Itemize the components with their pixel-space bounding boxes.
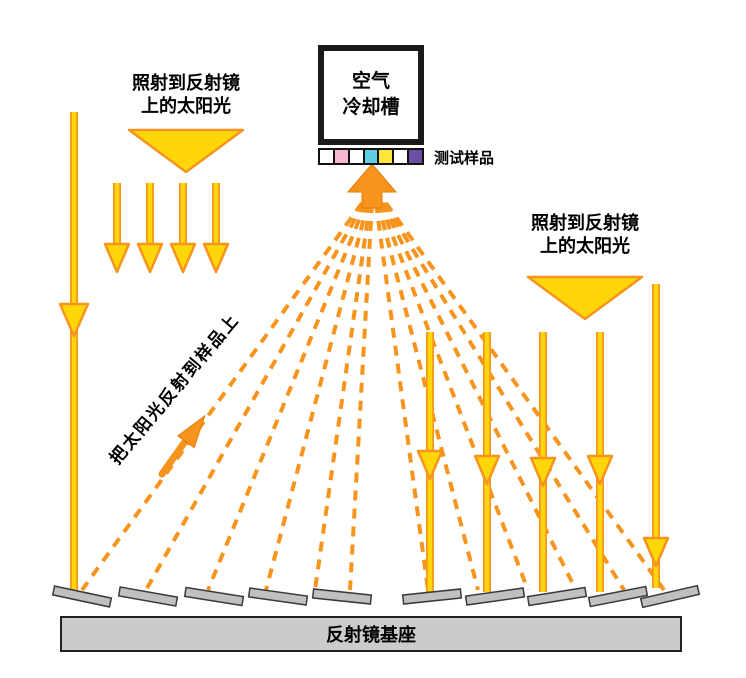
arrowhead-icon [58,302,90,338]
arrowhead-icon [473,454,501,486]
sun-ray-arrow [586,332,614,592]
sunlight-triangle-left [127,128,245,174]
right-sunlight-label-line1: 照射到反射镜 [531,213,639,233]
reflected-ray [374,202,430,591]
sample-cell [409,150,423,163]
sun-rays [58,112,670,592]
concentrated-beam-arrow [346,163,398,209]
mirror [247,587,309,606]
sample-cell [379,150,393,163]
sample-cell [320,150,333,163]
mirror-field [51,584,701,609]
mirror [117,586,179,607]
reflected-ray [206,202,368,591]
sample-strip [318,148,424,165]
sun-ray-arrow [103,183,131,274]
arrowhead-icon [177,414,206,449]
right-sunlight-label: 照射到反射镜 上的太阳光 [490,212,680,258]
mirror-base-label: 反射镜基座 [326,625,416,645]
reflected-ray [382,201,626,592]
mirror [401,588,463,605]
reflected-ray [144,202,366,591]
air-cooling-tank-label-line2: 冷却槽 [342,97,400,118]
sun-ray-arrow [529,332,557,592]
sample-cell [334,150,348,163]
right-sunlight-label-line2: 上的太阳光 [540,236,630,256]
sun-ray-arrow [169,183,197,274]
reflected-ray [384,201,666,592]
mirror [464,587,526,606]
mirror-base: 反射镜基座 [60,616,682,652]
left-sunlight-label-line2: 上的太阳光 [141,96,231,116]
left-sunlight-label-line1: 照射到反射镜 [132,73,240,93]
air-cooling-tank: 空气 冷却槽 [318,45,424,145]
sunlight-triangle-right [526,275,644,321]
mirror [526,586,588,607]
reflected-ray [264,202,370,591]
sun-ray-arrow [136,183,164,274]
mirror [639,584,701,609]
mirror [183,586,245,607]
sample-cell [364,150,378,163]
test-sample-label: 测试样品 [434,150,495,167]
arrowhead-icon [586,454,614,486]
mirror [587,585,649,608]
reflected-ray [80,201,364,592]
sun-ray-arrow [58,112,90,592]
arrowhead-icon [136,242,164,274]
left-sunlight-label: 照射到反射镜 上的太阳光 [91,72,281,118]
arrowhead-icon [169,242,197,274]
mirror [51,585,113,608]
sun-ray-arrow [473,332,501,592]
arrowhead-icon [202,242,230,274]
sample-cell [349,150,363,163]
air-cooling-tank-label-line1: 空气 [351,71,390,92]
sample-cell [394,150,408,163]
arrowhead-icon [103,242,131,274]
reflect-direction-arrow [158,414,206,478]
reflected-ray [378,202,530,591]
sun-ray-arrow [202,183,230,274]
arrowhead-icon [416,449,444,481]
sun-ray-arrow [416,332,444,592]
arrowhead-icon [529,456,557,488]
reflected-ray [313,202,372,591]
sun-ray-arrow [642,284,670,588]
mirror [311,588,373,605]
arrowhead-icon [642,536,670,568]
